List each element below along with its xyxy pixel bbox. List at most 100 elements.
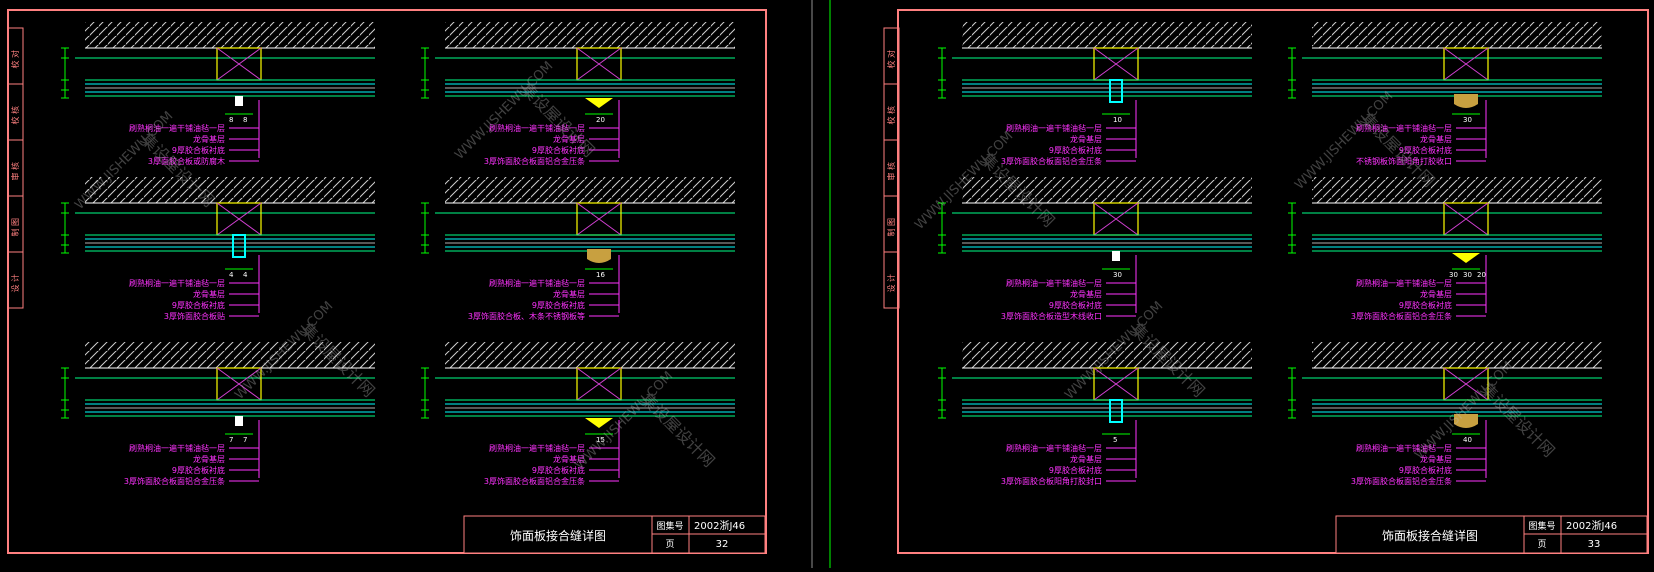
joint-gap: [235, 96, 243, 106]
construction-note: 龙骨基层: [1420, 134, 1452, 144]
slab-hatch: [962, 342, 1252, 368]
construction-note: 9厚胶合板衬底: [532, 145, 585, 155]
joint-dimension-label: 40: [1463, 436, 1472, 444]
joist-cross: [1093, 367, 1139, 401]
construction-note: 3厚面胶合板或防腐木: [148, 156, 225, 166]
construction-note: 9厚胶合板衬底: [1049, 465, 1102, 475]
slab-hatch: [962, 22, 1252, 48]
construction-note: 刷熟桐油一遍干铺油毡一层: [1356, 278, 1452, 288]
joint-gap: [235, 416, 243, 426]
construction-note: 3厚饰面胶合板贴: [164, 311, 225, 321]
construction-note: 9厚胶合板衬底: [172, 465, 225, 475]
sheet-frame: [7, 9, 767, 554]
slab-hatch: [445, 177, 735, 203]
construction-note: 3厚饰面胶合板面铝合金压条: [1001, 156, 1102, 166]
joist-cross: [1443, 202, 1489, 236]
sheet-title: 饰面板接合缝详图: [510, 528, 606, 543]
construction-note: 龙骨基层: [553, 454, 585, 464]
joint-dimension-label: 15: [596, 436, 605, 444]
joist-cross: [216, 367, 262, 401]
construction-note: 不锈钢板饰面阳角打胶收口: [1356, 156, 1452, 166]
joint-moulding: [1454, 94, 1478, 108]
joint-dimension-label: 7: [229, 436, 233, 444]
joint-dimension-label: 5: [1113, 436, 1117, 444]
page-number: 33: [1588, 539, 1601, 550]
construction-note: 3厚饰面胶合板面铝合金压条: [484, 156, 585, 166]
construction-note: 9厚胶合板衬底: [1399, 145, 1452, 155]
slab-hatch: [85, 342, 375, 368]
construction-note: 刷熟桐油一遍干铺油毡一层: [1356, 443, 1452, 453]
joist-cross: [216, 202, 262, 236]
construction-note: 刷熟桐油一遍干铺油毡一层: [1006, 278, 1102, 288]
slab-hatch: [85, 177, 375, 203]
atlas-number: 2002浙J46: [694, 520, 745, 532]
construction-note: 9厚胶合板衬底: [1399, 465, 1452, 475]
slab-hatch: [445, 342, 735, 368]
side-label: 审 核: [886, 162, 896, 181]
construction-note: 刷熟桐油一遍干铺油毡一层: [489, 278, 585, 288]
side-label: 校 对: [886, 50, 896, 69]
construction-note: 9厚胶合板衬底: [172, 300, 225, 310]
slab-hatch: [962, 177, 1252, 203]
construction-note: 龙骨基层: [193, 454, 225, 464]
joist-cross: [1093, 47, 1139, 81]
side-label: 校 核: [886, 106, 896, 125]
construction-note: 9厚胶合板衬底: [532, 300, 585, 310]
construction-note: 刷熟桐油一遍干铺油毡一层: [1006, 443, 1102, 453]
construction-note: 3厚饰面胶合板面铝合金压条: [124, 476, 225, 486]
joint-dimension-label: 4: [243, 271, 248, 279]
page-label: 页: [665, 539, 674, 550]
joint-dimension-label: 20: [1477, 271, 1486, 279]
construction-note: 刷熟桐油一遍干铺油毡一层: [129, 443, 225, 453]
construction-note: 3厚饰面胶合板、木条不锈钢板等: [468, 311, 585, 321]
joint-dimension-label: 8: [229, 116, 233, 124]
sheet-title: 饰面板接合缝详图: [1382, 528, 1478, 543]
joint-dimension-label: 16: [596, 271, 605, 279]
construction-note: 龙骨基层: [1420, 454, 1452, 464]
slab-hatch: [445, 22, 735, 48]
construction-note: 刷熟桐油一遍干铺油毡一层: [489, 123, 585, 133]
joint-dimension-label: 30: [1463, 271, 1472, 279]
side-label: 制 图: [10, 218, 20, 237]
atlas-label: 图集号: [1528, 520, 1555, 532]
joint-dimension-label: 8: [243, 116, 247, 124]
joint-dimension-label: 20: [596, 116, 605, 124]
construction-note: 3厚饰面胶合板面铝合金压条: [1351, 476, 1452, 486]
joist-cross: [1443, 47, 1489, 81]
construction-note: 3厚饰面胶合板面铝合金压条: [1351, 311, 1452, 321]
side-label: 审 核: [10, 162, 20, 181]
construction-note: 龙骨基层: [553, 134, 585, 144]
joint-channel: [1109, 79, 1123, 103]
joint-strip: [585, 98, 613, 108]
joint-moulding: [587, 249, 611, 263]
construction-note: 刷熟桐油一遍干铺油毡一层: [1006, 123, 1102, 133]
joint-dimension-label: 30: [1113, 271, 1122, 279]
joint-dimension-label: 30: [1463, 116, 1472, 124]
construction-note: 刷熟桐油一遍干铺油毡一层: [1356, 123, 1452, 133]
construction-note: 龙骨基层: [1070, 289, 1102, 299]
construction-note: 9厚胶合板衬底: [1399, 300, 1452, 310]
construction-note: 龙骨基层: [1420, 289, 1452, 299]
joist-cross: [1093, 202, 1139, 236]
side-label: 校 对: [10, 50, 20, 69]
slab-hatch: [1312, 342, 1602, 368]
construction-note: 龙骨基层: [1070, 134, 1102, 144]
sheet-frame: [897, 9, 1649, 554]
construction-note: 刷熟桐油一遍干铺油毡一层: [489, 443, 585, 453]
slab-hatch: [1312, 177, 1602, 203]
side-label: 校 核: [10, 106, 20, 125]
joint-channel: [1109, 399, 1123, 423]
atlas-number: 2002浙J46: [1566, 520, 1617, 532]
joist-cross: [576, 47, 622, 81]
construction-note: 龙骨基层: [193, 134, 225, 144]
joint-dimension-label: 10: [1113, 116, 1122, 124]
construction-note: 龙骨基层: [553, 289, 585, 299]
construction-note: 3厚饰面胶合板面铝合金压条: [484, 476, 585, 486]
slab-hatch: [1312, 22, 1602, 48]
joint-strip: [1452, 253, 1480, 263]
construction-note: 9厚胶合板衬底: [1049, 145, 1102, 155]
